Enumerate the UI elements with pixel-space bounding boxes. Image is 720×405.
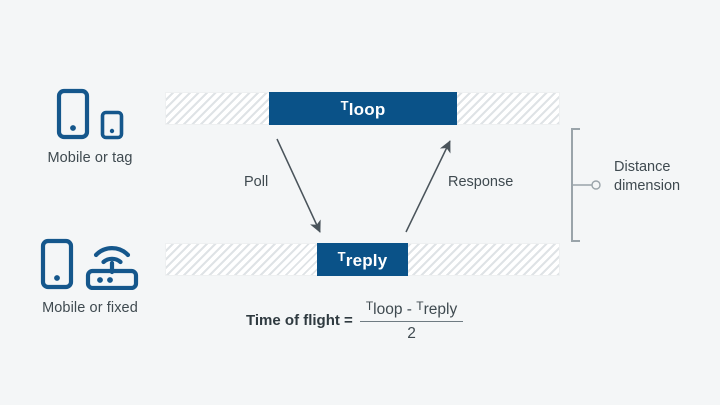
t-subscript: reply bbox=[345, 251, 388, 270]
t-subscript: reply bbox=[423, 301, 458, 318]
t-subscript: loop bbox=[373, 301, 403, 318]
time-of-flight-formula: Time of flight = Tloop - Treply 2 bbox=[246, 300, 464, 342]
distance-line-2: dimension bbox=[614, 178, 681, 194]
node-label-bottom: Mobile or fixed bbox=[42, 300, 138, 316]
distance-dimension-label: Distance dimension bbox=[614, 158, 680, 196]
t-symbol: T bbox=[340, 98, 349, 113]
node-mobile-or-tag: Mobile or tag bbox=[0, 78, 180, 166]
t-symbol: T bbox=[416, 299, 424, 313]
distance-line-1: Distance bbox=[614, 159, 671, 175]
t-symbol: T bbox=[365, 299, 374, 313]
t-subscript: loop bbox=[348, 100, 386, 119]
smartphone-icon bbox=[40, 238, 74, 290]
smartphone-icon bbox=[56, 88, 90, 140]
poll-arrow bbox=[276, 138, 321, 233]
fraction-bar bbox=[359, 320, 464, 322]
formula-left-side: Time of flight = bbox=[246, 312, 353, 329]
t-symbol: T bbox=[337, 249, 346, 264]
response-arrow bbox=[405, 140, 451, 233]
tag-icon bbox=[100, 110, 124, 140]
t-loop-segment: Tloop bbox=[269, 92, 457, 125]
formula-numerator: Tloop - Treply bbox=[360, 300, 463, 321]
formula-fraction: Tloop - Treply 2 bbox=[359, 300, 464, 342]
distance-bracket bbox=[571, 128, 580, 242]
node-mobile-or-fixed: Mobile or fixed bbox=[0, 228, 180, 316]
response-label: Response bbox=[448, 174, 514, 190]
t-loop-label: Tloop bbox=[341, 99, 386, 118]
device-icon-row-top bbox=[0, 78, 180, 140]
distance-endpoint-circle bbox=[591, 180, 601, 190]
node-label-top: Mobile or tag bbox=[47, 150, 133, 166]
device-icon-row-bottom bbox=[0, 228, 180, 290]
poll-label: Poll bbox=[244, 174, 269, 190]
t-reply-label: Treply bbox=[338, 250, 388, 269]
formula-denominator: 2 bbox=[407, 324, 416, 342]
formula-operator: - bbox=[402, 301, 417, 318]
t-reply-segment: Treply bbox=[317, 243, 408, 276]
router-icon bbox=[85, 246, 139, 290]
